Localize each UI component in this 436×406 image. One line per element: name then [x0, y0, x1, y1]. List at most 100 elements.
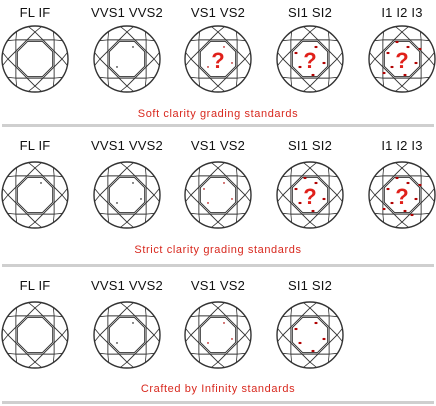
inclusion-mark [311, 349, 315, 353]
inclusion-mark [116, 342, 118, 344]
facet-lines [369, 26, 435, 92]
diamond-diagram [1, 301, 69, 369]
inclusion-mark [231, 198, 233, 200]
diamond-diagram: ? [276, 25, 344, 93]
diamond-diagram: ? [184, 25, 252, 93]
diamond-diagram [184, 301, 252, 369]
question-mark: ? [395, 48, 408, 73]
diamond-girdle [184, 161, 252, 229]
section-strict-standards: FL IF VVS1 VVS2 VS1 VS2 SI1 SI2 I1 I2 I3… [0, 128, 436, 264]
inclusion-mark [382, 207, 386, 211]
inclusion-mark [386, 187, 390, 191]
diamond-girdle [276, 301, 344, 369]
grade-label-vs: VS1 VS2 [190, 138, 246, 153]
facet-lines [94, 302, 160, 368]
inclusion-mark [410, 213, 414, 217]
grade-label-vvs: VVS1 VVS2 [91, 138, 163, 153]
inclusion-mark [223, 46, 225, 48]
diamond-girdle [1, 25, 69, 93]
inclusion-mark [311, 209, 315, 213]
inclusion-mark [298, 341, 302, 345]
diamond-girdle [276, 161, 344, 229]
diamond-girdle [93, 161, 161, 229]
diamond-girdle [93, 301, 161, 369]
inclusion-mark [418, 183, 422, 187]
diamond-diagram: ? [368, 25, 436, 93]
diamond-girdle [93, 25, 161, 93]
grade-label-si: SI1 SI2 [287, 5, 333, 20]
diamond-girdle [276, 25, 344, 93]
inclusion-mark [132, 322, 134, 324]
facet-lines [369, 162, 435, 228]
grade-label-i: I1 I2 I3 [381, 5, 423, 20]
facet-lines [277, 162, 343, 228]
question-mark: ? [303, 184, 316, 209]
inclusion-mark [140, 198, 142, 200]
inclusion-mark [314, 321, 318, 325]
diamond-diagram [1, 161, 69, 229]
grade-label-fl-if: FL IF [19, 5, 51, 20]
divider-3 [2, 401, 434, 404]
inclusion-mark [418, 47, 422, 51]
facet-lines [2, 162, 68, 228]
section-infinity-standards: FL IF VVS1 VVS2 VS1 VS2 SI1 SI2 Crafted … [0, 268, 436, 406]
facet-lines [185, 26, 251, 92]
inclusion-mark [116, 202, 118, 204]
inclusion-mark [403, 209, 407, 213]
question-mark: ? [395, 184, 408, 209]
inclusion-mark [403, 73, 407, 77]
inclusion-mark [314, 181, 318, 185]
diamond-diagram [276, 301, 344, 369]
facet-lines [2, 26, 68, 92]
diamond-girdle [184, 25, 252, 93]
inclusion-mark [322, 337, 326, 341]
question-mark: ? [303, 48, 316, 73]
inclusion-mark [303, 176, 307, 180]
inclusion-mark [390, 201, 394, 205]
facet-lines [94, 162, 160, 228]
inclusion-mark [314, 45, 318, 49]
inclusion-mark [298, 65, 302, 69]
diamond-diagram [93, 301, 161, 369]
inclusion-mark [311, 73, 315, 77]
inclusion-mark [414, 197, 418, 201]
diamond-girdle [1, 301, 69, 369]
inclusion-mark [294, 327, 298, 331]
diamond-diagram: ? [276, 161, 344, 229]
inclusion-mark [223, 182, 225, 184]
facet-lines [2, 302, 68, 368]
inclusion-mark [390, 65, 394, 69]
inclusion-mark [322, 61, 326, 65]
diamond-diagram [184, 161, 252, 229]
grade-label-si: SI1 SI2 [287, 138, 333, 153]
diamond-girdle [368, 25, 436, 93]
inclusion-mark [395, 176, 399, 180]
grade-label-fl-if: FL IF [19, 278, 51, 293]
grade-label-fl-if: FL IF [19, 138, 51, 153]
inclusion-mark [382, 71, 386, 75]
inclusion-mark [294, 51, 298, 55]
facet-lines [277, 26, 343, 92]
inclusion-mark [414, 61, 418, 65]
divider-2 [2, 264, 434, 267]
inclusion-mark [132, 182, 134, 184]
question-mark: ? [211, 48, 224, 73]
facet-lines [277, 302, 343, 368]
divider-1 [2, 124, 434, 127]
inclusion-mark [406, 181, 410, 185]
diamond-diagram [93, 161, 161, 229]
diamond-girdle [1, 161, 69, 229]
inclusion-mark [207, 66, 209, 68]
inclusion-mark [298, 201, 302, 205]
diamond-girdle [184, 301, 252, 369]
grade-label-vs: VS1 VS2 [190, 5, 246, 20]
inclusion-mark [406, 45, 410, 49]
grade-label-i: I1 I2 I3 [381, 138, 423, 153]
inclusion-mark [203, 188, 205, 190]
grade-label-si: SI1 SI2 [287, 278, 333, 293]
inclusion-mark [231, 62, 233, 64]
inclusion-mark [294, 187, 298, 191]
facet-lines [185, 162, 251, 228]
caption-infinity-standards: Crafted by Infinity standards [140, 383, 296, 395]
inclusion-mark [386, 51, 390, 55]
